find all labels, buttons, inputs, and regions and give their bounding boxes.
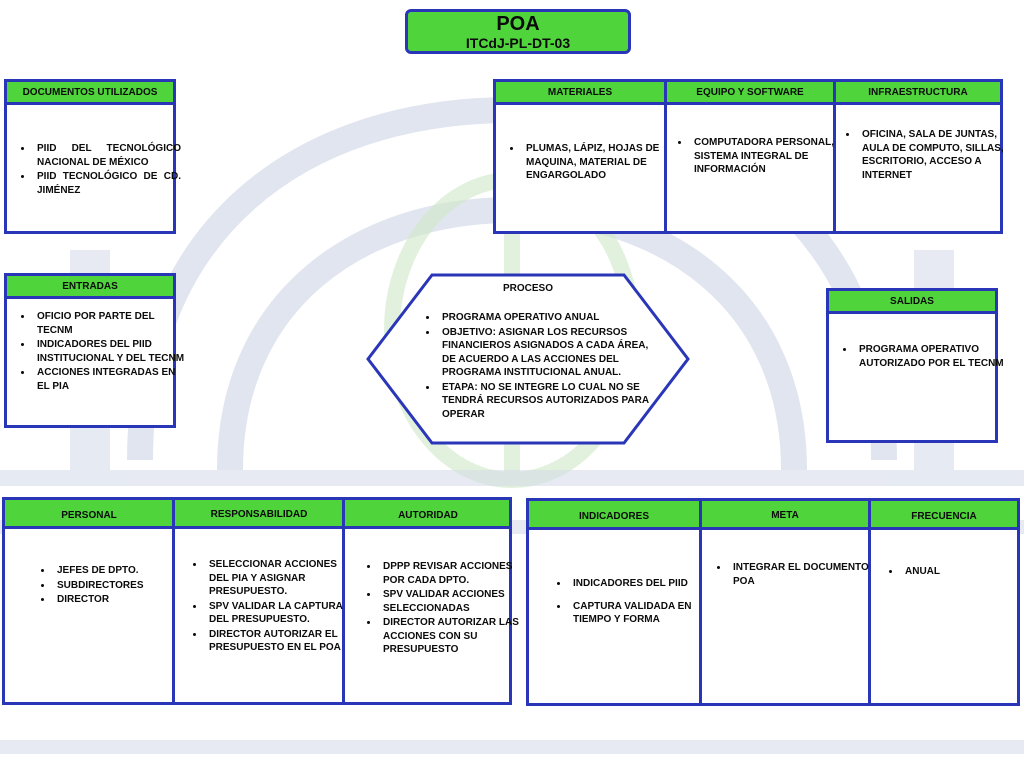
personal-header: PERSONAL [61, 509, 117, 521]
list-item: OFICIO POR PARTE DEL TECNM [33, 310, 189, 337]
documentos-list: PIID DEL TECNOLÓGICO NACIONAL DE MÉXICO … [15, 142, 181, 198]
responsabilidad-list: SELECCIONAR ACCIONES DEL PIA Y ASIGNAR P… [187, 558, 351, 656]
documentos-utilizados-header: DOCUMENTOS UTILIZADOS [7, 82, 173, 105]
column-divider [833, 82, 836, 231]
proceso-hexagon [366, 273, 690, 445]
column-divider [699, 501, 702, 703]
page-title: POA [496, 13, 540, 35]
documentos-utilizados-box: DOCUMENTOS UTILIZADOS PIID DEL TECNOLÓGI… [4, 79, 181, 234]
salidas-box: SALIDAS PROGRAMA OPERATIVO AUTORIZADO PO… [826, 288, 1004, 443]
indicadores-header: INDICADORES [578, 510, 649, 522]
imf-header-bar [529, 501, 1017, 530]
list-item: SELECCIONAR ACCIONES DEL PIA Y ASIGNAR P… [205, 558, 351, 599]
personal-list: JEFES DE DPTO. SUBDIRECTORES DIRECTOR [35, 564, 183, 608]
list-item: OBJETIVO: ASIGNAR LOS RECURSOS FINANCIER… [438, 326, 650, 380]
indicadores-list: INDICADORES DEL PIID CAPTURA VALIDADA EN… [551, 577, 711, 628]
autoridad-header: AUTORIDAD [398, 509, 458, 521]
list-item: OFICINA, SALA DE JUNTAS, AULA DE COMPUTO… [858, 128, 1008, 182]
list-item: PROGRAMA OPERATIVO ANUAL [438, 311, 650, 325]
meta-header: META [771, 509, 799, 521]
autoridad-list: DPPP REVISAR ACCIONES POR CADA DPTO. SPV… [361, 560, 529, 658]
materiales-header: MATERIALES [547, 86, 613, 98]
list-item: SUBDIRECTORES [53, 579, 183, 593]
list-item: DIRECTOR AUTORIZAR LAS ACCIONES CON SU P… [379, 616, 529, 657]
list-item: INTEGRAR EL DOCUMENTO POA [729, 561, 879, 588]
poa-title-box: POA ITCdJ-PL-DT-03 [405, 9, 631, 54]
list-item: PIID DEL TECNOLÓGICO NACIONAL DE MÉXICO [33, 142, 181, 169]
list-item: PLUMAS, LÁPIZ, HOJAS DE MAQUINA, MATERIA… [522, 142, 670, 183]
frecuencia-list: ANUAL [883, 565, 1021, 580]
entradas-header: ENTRADAS [7, 276, 173, 299]
list-item: ETAPA: NO SE INTEGRE LO CUAL NO SE TENDR… [438, 381, 650, 422]
proceso-list: PROGRAMA OPERATIVO ANUAL OBJETIVO: ASIGN… [420, 311, 650, 422]
proceso-header: PROCESO [502, 283, 553, 294]
list-item: PIID TECNOLÓGICO DE CD. JIMÉNEZ [33, 170, 181, 197]
list-item: ANUAL [901, 565, 1021, 579]
recursos-header-bar [496, 82, 1000, 105]
salidas-list: PROGRAMA OPERATIVO AUTORIZADO POR EL TEC… [837, 343, 1009, 371]
entradas-box: ENTRADAS OFICIO POR PARTE DEL TECNM INDI… [4, 273, 184, 428]
document-code: ITCdJ-PL-DT-03 [465, 35, 571, 51]
infraestructura-list: OFICINA, SALA DE JUNTAS, AULA DE COMPUTO… [840, 128, 1008, 183]
list-item: INDICADORES DEL PIID [569, 577, 711, 591]
list-item: SPV VALIDAR ACCIONES SELECCIONADAS [379, 588, 529, 615]
indicadores-meta-frecuencia-box: INDICADORES META FRECUENCIA INDICADORES … [526, 498, 1020, 706]
list-item: DPPP REVISAR ACCIONES POR CADA DPTO. [379, 560, 529, 587]
column-divider [664, 82, 667, 231]
recursos-box: MATERIALES EQUIPO Y SOFTWARE INFRAESTRUC… [493, 79, 1004, 234]
list-item: SPV VALIDAR LA CAPTURA DEL PRESUPUESTO. [205, 600, 351, 627]
column-divider [342, 500, 345, 702]
list-item: JEFES DE DPTO. [53, 564, 183, 578]
pra-header-bar [5, 500, 509, 529]
equipo-software-header: EQUIPO Y SOFTWARE [696, 86, 804, 98]
personal-responsabilidad-autoridad-box: PERSONAL RESPONSABILIDAD AUTORIDAD JEFES… [2, 497, 519, 705]
responsabilidad-header: RESPONSABILIDAD [210, 508, 308, 520]
list-item: DIRECTOR [53, 593, 183, 607]
column-divider [868, 501, 871, 703]
column-divider [172, 500, 175, 702]
list-item: DIRECTOR AUTORIZAR EL PRESUPUESTO EN EL … [205, 628, 351, 655]
infraestructura-header: INFRAESTRUCTURA [868, 86, 968, 98]
equipo-list: COMPUTADORA PERSONAL, SISTEMA INTEGRAL D… [672, 136, 842, 178]
list-item: CAPTURA VALIDADA EN TIEMPO Y FORMA [569, 600, 711, 627]
list-item: ACCIONES INTEGRADAS EN EL PIA [33, 366, 189, 393]
frecuencia-header: FRECUENCIA [911, 510, 977, 522]
materiales-list: PLUMAS, LÁPIZ, HOJAS DE MAQUINA, MATERIA… [504, 142, 670, 184]
salidas-header: SALIDAS [829, 291, 995, 314]
list-item: INDICADORES DEL PIID INSTITUCIONAL Y DEL… [33, 338, 189, 365]
list-item: COMPUTADORA PERSONAL, SISTEMA INTEGRAL D… [690, 136, 842, 177]
meta-list: INTEGRAR EL DOCUMENTO POA [711, 561, 879, 589]
list-item: PROGRAMA OPERATIVO AUTORIZADO POR EL TEC… [855, 343, 1009, 370]
entradas-list: OFICIO POR PARTE DEL TECNM INDICADORES D… [15, 310, 189, 394]
